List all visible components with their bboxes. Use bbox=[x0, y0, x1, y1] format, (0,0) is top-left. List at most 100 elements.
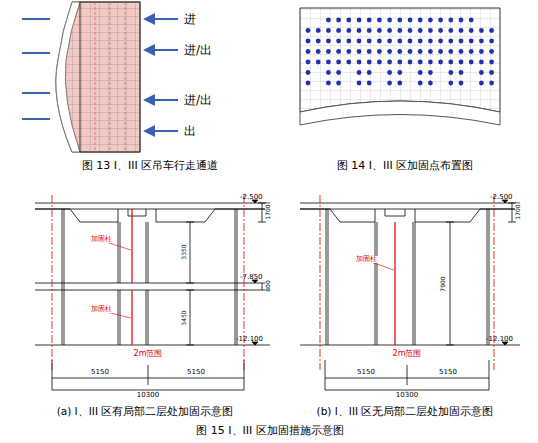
reinforce-dot bbox=[326, 81, 331, 86]
reinforce-dot bbox=[438, 39, 443, 44]
reinforce-dot bbox=[408, 18, 413, 23]
reinforce-dot bbox=[459, 81, 464, 86]
reinforce-dot bbox=[367, 49, 372, 54]
reinforce-dot bbox=[306, 49, 311, 54]
reinforce-dot bbox=[306, 81, 311, 86]
reinforce-dot bbox=[326, 70, 331, 75]
reinforce-dot bbox=[469, 60, 474, 65]
reinforce-dot bbox=[346, 60, 351, 65]
reinforce-dot bbox=[387, 60, 392, 65]
reinforce-dot bbox=[326, 28, 331, 33]
reinforce-dot bbox=[316, 60, 321, 65]
reinforce-dot bbox=[367, 18, 372, 23]
reinforce-dot bbox=[479, 81, 484, 86]
reinforce-dot bbox=[489, 60, 494, 65]
reinforce-dot bbox=[346, 18, 351, 23]
direction-label: 进/出 bbox=[184, 94, 212, 106]
reinforce-dot bbox=[448, 28, 453, 33]
reinforce-dot bbox=[367, 60, 372, 65]
reinforce-dot bbox=[377, 49, 382, 54]
reinforce-dot bbox=[479, 49, 484, 54]
dimension-label: 10300 bbox=[396, 392, 418, 399]
reinforce-dot bbox=[438, 60, 443, 65]
reinforce-dot bbox=[438, 28, 443, 33]
reinforce-dot bbox=[469, 18, 474, 23]
callout-label: 加固柱 bbox=[90, 306, 113, 313]
reinforce-dot bbox=[418, 28, 423, 33]
dimension-label: 1700 bbox=[515, 203, 521, 220]
figure-caption: 图 14 I、III 区加固点布置图 bbox=[337, 160, 473, 171]
reinforce-dot bbox=[459, 39, 464, 44]
reinforce-dot bbox=[438, 18, 443, 23]
reinforce-dot bbox=[377, 60, 382, 65]
reinforce-dot bbox=[397, 28, 402, 33]
reinforce-dot bbox=[489, 28, 494, 33]
reinforce-dot bbox=[346, 39, 351, 44]
reinforce-dot bbox=[479, 39, 484, 44]
reinforce-dot bbox=[397, 70, 402, 75]
dimension-label: 5150 bbox=[439, 369, 457, 376]
reinforce-dot bbox=[408, 39, 413, 44]
reinforce-dot bbox=[479, 70, 484, 75]
reinforce-dot bbox=[306, 70, 311, 75]
dimension-label: -12.100 bbox=[236, 336, 263, 343]
figure-caption: 图 13 I、III 区吊车行走通道 bbox=[82, 160, 218, 171]
reinforce-dot bbox=[387, 81, 392, 86]
reinforce-dot bbox=[448, 81, 453, 86]
reinforce-dot bbox=[397, 18, 402, 23]
reinforce-dot bbox=[428, 60, 433, 65]
reinforce-dot bbox=[418, 81, 423, 86]
reinforce-dot bbox=[448, 60, 453, 65]
reinforce-dot bbox=[397, 60, 402, 65]
reinforce-dot bbox=[346, 28, 351, 33]
reinforce-dot bbox=[469, 28, 474, 33]
reinforce-dot bbox=[387, 70, 392, 75]
reinforce-dot bbox=[316, 28, 321, 33]
reinforce-dot bbox=[357, 39, 362, 44]
reinforce-dot bbox=[336, 81, 341, 86]
callout-label: 2m范围 bbox=[133, 350, 164, 358]
reinforce-dot bbox=[448, 49, 453, 54]
reinforce-dot bbox=[316, 39, 321, 44]
reinforce-dot bbox=[428, 81, 433, 86]
reinforce-dot bbox=[428, 28, 433, 33]
reinforce-dot bbox=[367, 81, 372, 86]
reinforce-dot bbox=[377, 18, 382, 23]
reinforce-dot bbox=[357, 49, 362, 54]
reinforce-dot bbox=[469, 49, 474, 54]
reinforce-dot bbox=[418, 60, 423, 65]
reinforce-dot bbox=[387, 49, 392, 54]
reinforce-dot bbox=[448, 18, 453, 23]
reinforce-dot bbox=[306, 39, 311, 44]
reinforce-dot bbox=[428, 49, 433, 54]
callout-label: 加固柱 bbox=[355, 256, 378, 263]
reinforce-dot bbox=[336, 28, 341, 33]
callout-label: 加固柱 bbox=[90, 236, 113, 243]
reinforce-dot bbox=[479, 60, 484, 65]
reinforce-dot bbox=[367, 39, 372, 44]
reinforce-dot bbox=[387, 28, 392, 33]
direction-label: 进/出 bbox=[184, 44, 212, 56]
dimension-label: -2.500 bbox=[490, 194, 513, 201]
reinforce-dot bbox=[387, 39, 392, 44]
reinforce-dot bbox=[336, 60, 341, 65]
reinforce-dot bbox=[357, 70, 362, 75]
reinforce-dot bbox=[336, 70, 341, 75]
reinforce-dot bbox=[428, 39, 433, 44]
reinforce-dot bbox=[428, 70, 433, 75]
reinforce-dot bbox=[489, 49, 494, 54]
reinforce-dot bbox=[489, 81, 494, 86]
callout-label: 2m范围 bbox=[392, 350, 423, 358]
reinforce-dot bbox=[346, 49, 351, 54]
reinforce-dot bbox=[418, 18, 423, 23]
reinforce-dot bbox=[397, 39, 402, 44]
dimension-label: 5150 bbox=[187, 369, 205, 376]
reinforce-dot bbox=[367, 28, 372, 33]
reinforce-dot bbox=[306, 28, 311, 33]
reinforce-dot bbox=[418, 49, 423, 54]
dimension-label: 5150 bbox=[357, 369, 375, 376]
reinforce-dot bbox=[448, 39, 453, 44]
dimension-label: 800 bbox=[265, 279, 271, 292]
reinforce-dot bbox=[326, 60, 331, 65]
